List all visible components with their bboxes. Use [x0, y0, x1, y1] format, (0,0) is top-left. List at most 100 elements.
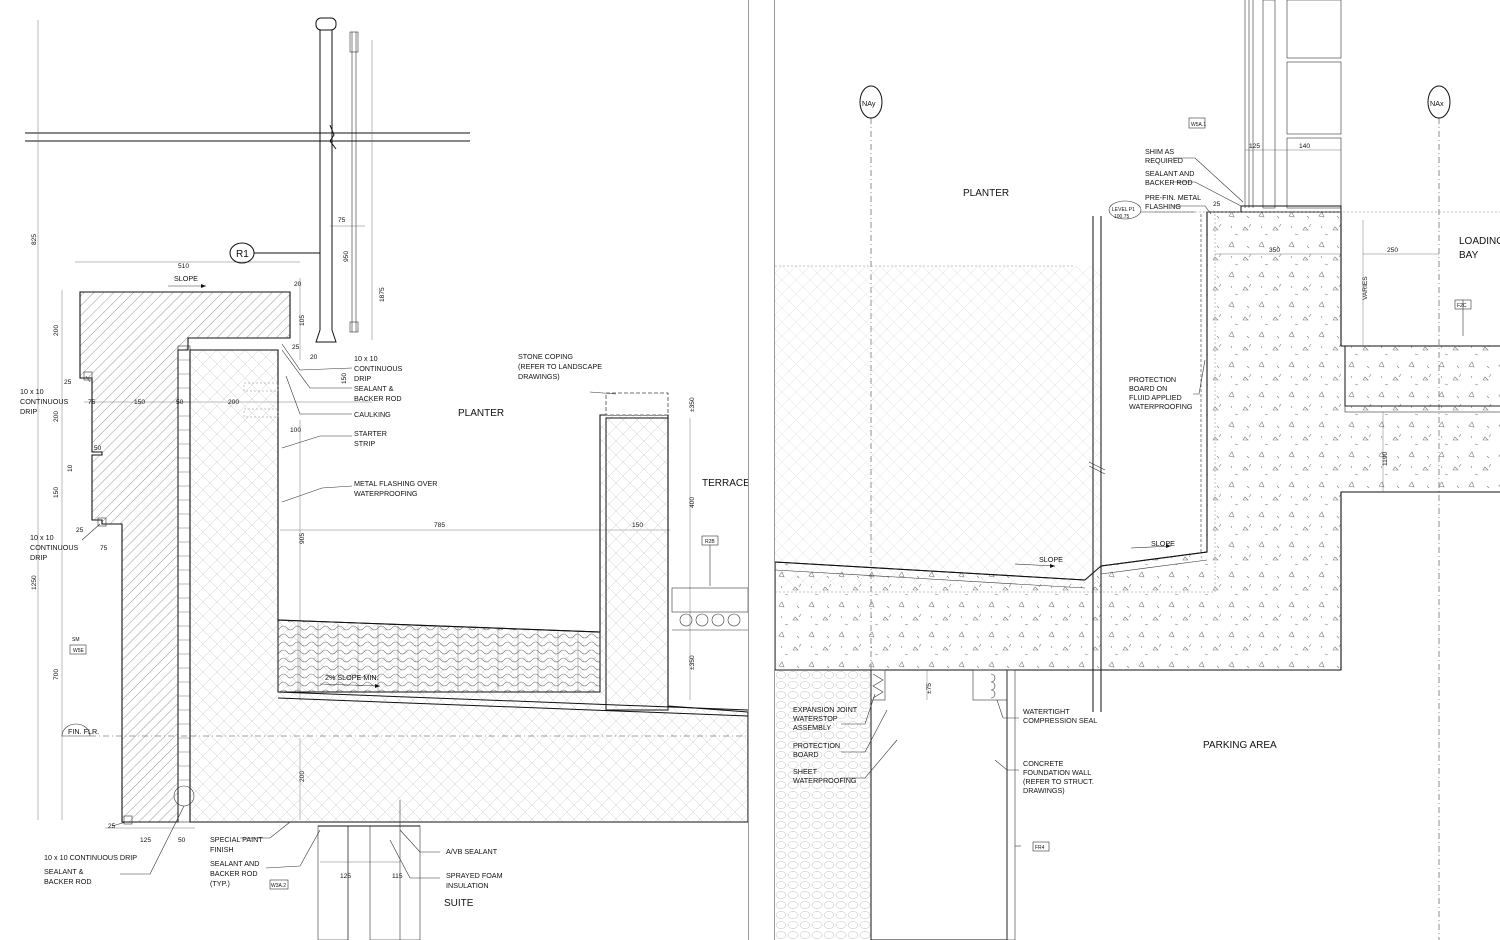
level-marker	[1108, 200, 1195, 220]
dim-text: 785	[434, 522, 445, 529]
note-drip-bottom: 10 x 10 CONTINUOUS DRIP	[44, 853, 137, 862]
gravel-backfill	[775, 670, 871, 940]
leader-lines-left	[81, 343, 711, 879]
grid-label-nax: NAx	[1430, 99, 1444, 108]
note-drip-ml-3: DRIP	[30, 553, 47, 562]
note-drip-right-2: CONTINUOUS	[354, 364, 403, 373]
dim-text: 50	[94, 445, 102, 452]
drip-groove-mid	[97, 517, 107, 527]
dim-text: 700	[53, 669, 60, 680]
note-sealant-bottom-1: SEALANT &	[44, 867, 84, 876]
detail-sheet-right: NAy NAx PLANTER LOADING BAY PARKING AREA…	[774, 0, 1500, 940]
foundation-wall	[870, 669, 1008, 940]
dim-text: 400	[689, 497, 696, 508]
dimension-texts-left: 825 510 20 75 950 1875 200 105 25 20 150…	[31, 217, 696, 880]
dim-text: ±350	[689, 655, 696, 670]
dim-text: ±350	[689, 397, 696, 412]
expansion-joint	[870, 669, 1008, 701]
dim-text: 150	[134, 399, 145, 406]
dim-text: 200	[53, 325, 60, 336]
drainage-layer	[277, 619, 601, 693]
dim-text: 140	[1299, 143, 1310, 150]
upper-slab	[25, 124, 470, 150]
note-expansion-3: ASSEMBLY	[793, 723, 831, 732]
fin-flr-marker	[61, 723, 91, 737]
dim-text: 75	[338, 217, 346, 224]
loading-bay-label-2: BAY	[1459, 250, 1479, 261]
tag-f2c: F2C	[1457, 303, 1467, 309]
dim-text: 25	[76, 527, 84, 534]
note-foundation-3: (REFER TO STRUCT.	[1023, 777, 1094, 786]
slope-label-left: SLOPE	[174, 274, 198, 283]
dimension-lines-right	[926, 149, 1439, 700]
tag-fr4: FR4	[1035, 845, 1045, 851]
slope-arrow-a	[1014, 563, 1056, 567]
note-sealant-bottom-2: BACKER ROD	[44, 877, 92, 886]
note-foundation-4: DRAWINGS)	[1023, 786, 1065, 795]
note-protection-b-2: BOARD	[793, 750, 819, 759]
dim-text: 105	[299, 315, 306, 326]
grid-bubble-nay	[859, 85, 883, 119]
tag-box-w5a	[1188, 117, 1206, 129]
dim-text: 200	[299, 771, 306, 782]
right-detail-drawing: NAy NAx PLANTER LOADING BAY PARKING AREA…	[775, 0, 1500, 940]
guardrail-post	[315, 17, 359, 343]
dim-text: 1250	[31, 575, 38, 590]
dim-text: 510	[178, 263, 189, 270]
suite-label: SUITE	[444, 898, 474, 909]
coping-wall	[605, 417, 669, 711]
dim-text: 20	[294, 281, 302, 288]
note-sealant-r-2: BACKER ROD	[1145, 178, 1193, 187]
note-drip-ul-1: 10 x 10	[20, 387, 44, 396]
note-protection-3: FLUID APPLIED	[1129, 393, 1182, 402]
tag-sm: SM	[72, 637, 80, 643]
dim-text: VARIES	[1362, 276, 1369, 300]
note-expansion-1: EXPANSION JOINT	[793, 705, 858, 714]
dim-text: 125	[140, 837, 151, 844]
note-coping-2: (REFER TO LANDSCAPE	[518, 362, 602, 371]
note-sealant-1: SEALANT &	[354, 384, 394, 393]
dim-text: 75	[100, 545, 108, 552]
note-drip-right-3: DRIP	[354, 374, 371, 383]
tag-w5a: W5A.1	[1191, 122, 1206, 128]
dim-text: 825	[31, 234, 38, 245]
note-sealant-typ-3: (TYP.)	[210, 879, 230, 888]
tag-boxes-right	[1032, 299, 1472, 852]
note-sheet-wp-2: WATERPROOFING	[793, 776, 857, 785]
dim-text: 905	[299, 533, 306, 544]
note-sealant-2: BACKER ROD	[354, 394, 402, 403]
dim-text: 50	[178, 837, 186, 844]
dimension-texts-right: 125 140 25 350 250 VARIES 1190 ±75	[926, 143, 1398, 694]
section-marker-r1	[229, 242, 320, 264]
tag-w3a2: W3A.2	[271, 883, 286, 889]
note-paint-2: FINISH	[210, 845, 234, 854]
dim-text: 150	[53, 487, 60, 498]
dim-text: 250	[1387, 247, 1398, 254]
dim-text: 25	[1213, 201, 1221, 208]
planter-soil	[775, 266, 1101, 586]
slope-arrow-planter	[319, 683, 381, 687]
dim-text: 25	[292, 344, 300, 351]
level-label-1: LEVEL P1	[1112, 207, 1135, 213]
planter-label-left: PLANTER	[458, 408, 504, 419]
note-sealant-r-1: SEALANT AND	[1145, 169, 1194, 178]
dim-text: 200	[53, 411, 60, 422]
dim-text: 25	[108, 823, 116, 830]
fin-flr-label: FIN. FLR.	[68, 727, 99, 736]
drainage-cells	[297, 622, 579, 692]
note-shim-1: SHIM AS	[1145, 147, 1174, 156]
dim-text: 1875	[379, 287, 386, 302]
dim-text: 25	[64, 379, 72, 386]
note-avb: A/VB SEALANT	[446, 847, 498, 856]
note-protection-1: PROTECTION	[1129, 375, 1176, 384]
leader-lines-right	[841, 157, 1464, 847]
note-flashing-2: WATERPROOFING	[354, 489, 418, 498]
dim-text: ±75	[926, 683, 933, 694]
note-foam-2: INSULATION	[446, 881, 489, 890]
grid-bubble-nax	[1427, 85, 1451, 119]
drip-groove-bottom	[123, 815, 133, 825]
note-protection-2: BOARD ON	[1129, 384, 1167, 393]
note-foam-1: SPRAYED FOAM	[446, 871, 503, 880]
parking-label: PARKING AREA	[1203, 740, 1277, 751]
dim-text: 1190	[1382, 451, 1389, 466]
